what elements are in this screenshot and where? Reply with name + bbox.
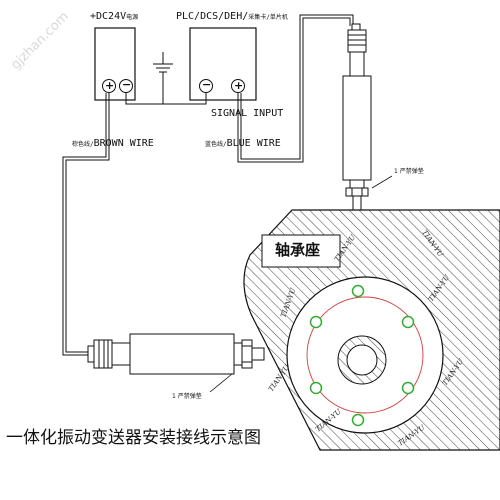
controller-box xyxy=(189,27,257,101)
bolt-hole xyxy=(351,413,365,427)
controller-plus-terminal xyxy=(231,79,245,93)
bolt-hole xyxy=(401,381,415,395)
top-transmitter xyxy=(342,23,372,211)
blue-wire xyxy=(237,14,354,163)
bearing-bore xyxy=(286,276,444,434)
brown-wire xyxy=(62,93,110,356)
bearing-seat-label: 轴承座 xyxy=(275,241,321,259)
m12-connector-icon xyxy=(347,29,367,53)
power-minus-symbol: − xyxy=(122,78,132,91)
power-supply-label: +DC24V电源 xyxy=(90,11,139,22)
bottom-transmitter xyxy=(87,333,265,375)
blue-wire-label: 蓝色线/BLUE WIRE xyxy=(205,138,281,149)
bolt-holes xyxy=(309,284,415,427)
corner-watermark: gjzhan.com xyxy=(8,9,72,73)
brown-wire-label: 棕色线/BROWN WIRE xyxy=(72,138,154,149)
diagram-caption: 一体化振动变送器安装接线示意图 xyxy=(6,428,261,448)
controller-plus-symbol: + xyxy=(234,79,244,92)
power-plus-symbol: + xyxy=(105,79,115,92)
washer-note-top: 1 严禁弹垫 xyxy=(394,168,424,175)
bolt-hole xyxy=(351,284,365,298)
power-controller-wiring xyxy=(125,72,207,105)
bolt-hole xyxy=(309,381,323,395)
controller-minus-symbol: − xyxy=(202,78,212,91)
power-plus-terminal xyxy=(102,79,116,93)
bolt-hole xyxy=(309,315,323,329)
power-minus-terminal xyxy=(119,79,133,93)
signal-input-label: SIGNAL INPUT xyxy=(211,108,284,119)
controller-minus-terminal xyxy=(199,79,213,93)
ground-symbol-icon xyxy=(153,52,173,73)
washer-note-bottom: 1 严禁弹垫 xyxy=(172,393,202,400)
power-supply-box xyxy=(94,27,136,101)
controller-label: PLC/DCS/DEH/采集卡/单片机 xyxy=(176,11,288,22)
bearing-seat-label-bg xyxy=(261,234,341,268)
pitch-circle xyxy=(306,296,424,414)
bolt-hole xyxy=(401,315,415,329)
